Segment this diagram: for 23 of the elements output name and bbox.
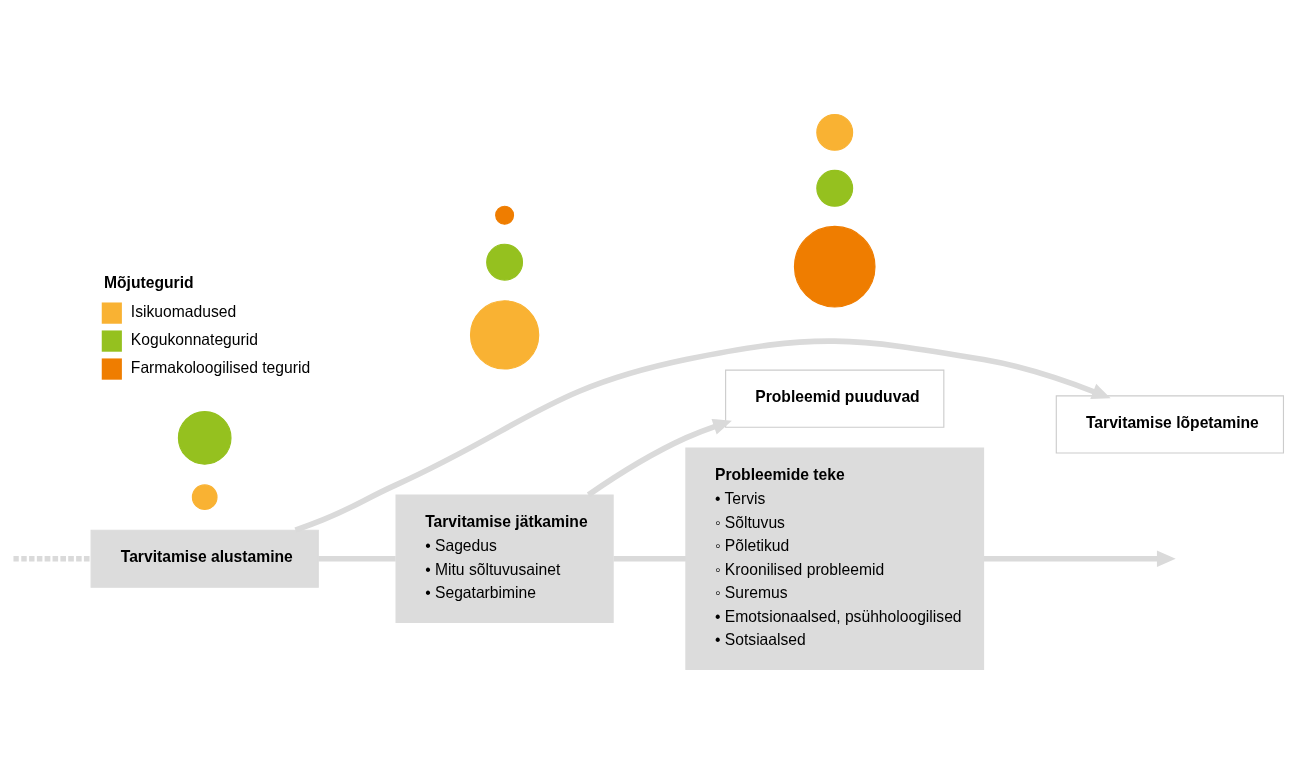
connector bbox=[318, 555, 396, 562]
node-circle bbox=[469, 299, 540, 370]
legend-label: Farmakoloogilised tegurid bbox=[130, 358, 311, 376]
node-box: Probleemide teke • Tervis ◦ Sõltuvus ◦ Põletikud ◦ Kroonilised probleemid ◦ Suremus • Emotsionaalsed, psühholoogilised • Sotsiaalsed bbox=[685, 446, 985, 670]
node-circle bbox=[816, 113, 854, 151]
node-circle bbox=[816, 169, 854, 207]
arrow bbox=[586, 418, 732, 497]
node-box: Tarvitamise lõpetamine bbox=[1055, 394, 1284, 454]
node-circle bbox=[793, 225, 876, 307]
node-box: Tarvitamise jätkamine • Sagedus • Mitu sõltuvusainet • Segatarbimine bbox=[395, 493, 614, 623]
arrow bbox=[294, 337, 1111, 533]
label: Mõjutegurid bbox=[103, 273, 194, 291]
legend-label: Kogukonnategurid bbox=[130, 330, 258, 348]
node-box: Tarvitamise alustamine bbox=[90, 529, 319, 588]
node-circle bbox=[177, 410, 232, 465]
node-box: Probleemid puuduvad bbox=[725, 369, 945, 428]
node-circle bbox=[495, 205, 515, 225]
connector bbox=[613, 555, 686, 562]
node-circle bbox=[191, 483, 218, 510]
legend-label: Isikuomadused bbox=[130, 302, 237, 320]
connector bbox=[13, 555, 92, 562]
node-circle bbox=[486, 243, 524, 281]
arrow bbox=[983, 550, 1176, 567]
